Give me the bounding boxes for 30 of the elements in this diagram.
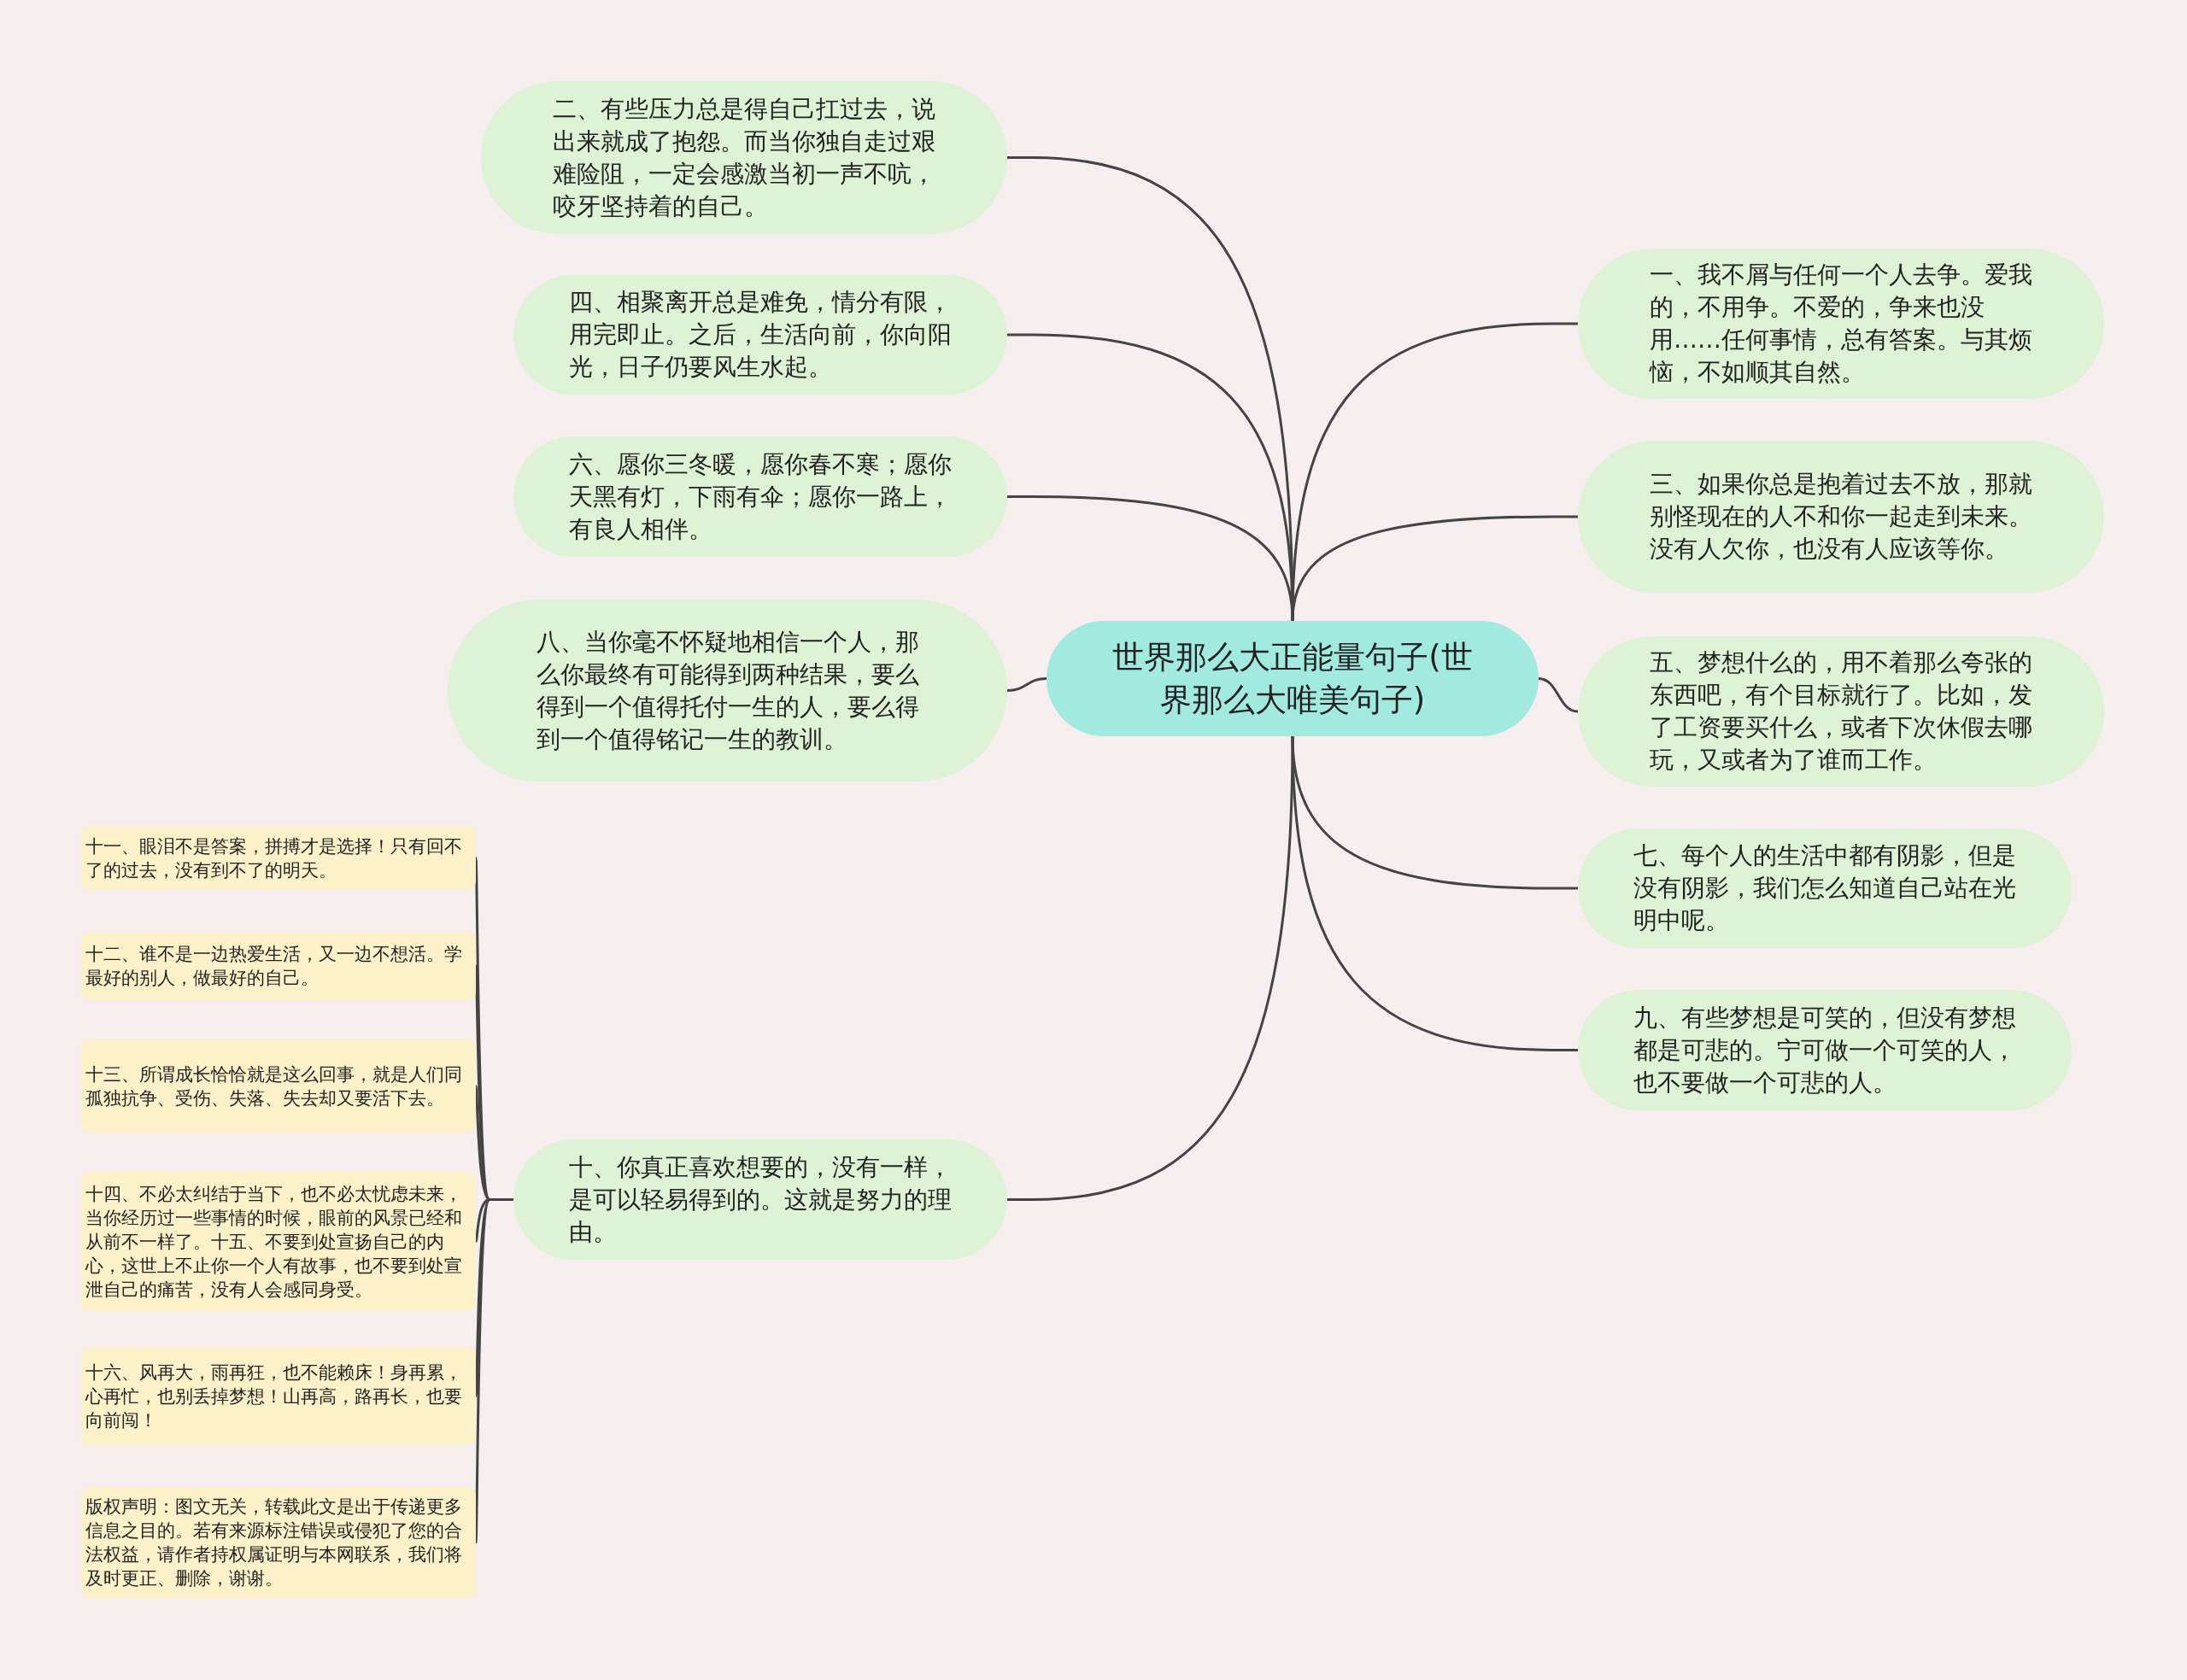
note-card xyxy=(81,932,476,1000)
node-text: 世界那么大正能量句子(世界那么大唯美句子) xyxy=(1111,637,1474,720)
node-text: 十、你真正喜欢想要的，没有一样，是可以轻易得到的。这就是努力的理由。 xyxy=(569,1151,952,1248)
note-card xyxy=(81,826,476,890)
node-text: 十三、所谓成长恰恰就是这么回事，就是人们同孤独抗争、受伤、失落、失去却又要活下去。 xyxy=(85,1062,463,1110)
connector xyxy=(1007,495,1294,622)
note-card xyxy=(81,1347,476,1445)
node-text: 十一、眼泪不是答案，拼搏才是选择！只有回不了的过去，没有到不了的明天。 xyxy=(85,834,463,882)
node-text: 五、梦想什么的，用不着那么夸张的东西吧，有个目标就行了。比如，发了工资要买什么，或者下次休假去哪玩，又或者为了谁而工作。 xyxy=(1650,647,2032,776)
node-text: 九、有些梦想是可笑的，但没有梦想都是可悲的。宁可做一个可笑的人，也不要做一个可悲的人。 xyxy=(1633,1002,2016,1098)
node-text: 四、相聚离开总是难免，情分有限，用完即止。之后，生活向前，你向阳光，日子仍要风生水起。 xyxy=(569,287,952,383)
connector xyxy=(1006,677,1047,692)
note-card xyxy=(81,1172,476,1311)
connector xyxy=(1007,735,1294,1201)
connector xyxy=(1538,677,1579,713)
node-text: 十二、谁不是一边热爱生活，又一边不想活。学最好的别人，做最好的自己。 xyxy=(85,943,463,990)
node-text: 七、每个人的生活中都有阴影，但是没有阴影，我们怎么知道自己站在光明中呢。 xyxy=(1633,840,2016,936)
node-text: 八、当你毫不怀疑地相信一个人，那么你最终有可能得到两种结果，要么得到一个值得托付一生的人，要么得到一个值得铭记一生的教训。 xyxy=(536,626,919,755)
node-text: 十六、风再大，雨再狂，也不能赖床！身再累，心再忙，也别丢掉梦想！山再高，路再长，也要向前闯！ xyxy=(85,1361,463,1432)
note-card xyxy=(81,1487,476,1598)
connector xyxy=(474,1198,513,1543)
node-text: 二、有些压力总是得自己扛过去，说出来就成了抱怨。而当你独自走过艰难险阻，一定会感激当初一声不吭，咬牙坚持着的自己。 xyxy=(553,93,935,222)
node-text: 一、我不屑与任何一个人去争。爱我的，不用争。不爱的，争来也没用……任何事情，总有答案。与其烦恼，不如顺其自然。 xyxy=(1650,260,2032,388)
node-text: 六、愿你三冬暖，愿你春不寒；愿你天黑有灯，下雨有伞；愿你一路上，有良人相伴。 xyxy=(569,448,952,545)
node-text: 版权声明：图文无关，转载此文是出于传递更多信息之目的。若有来源标注错误或侵犯了您的合法权益，请作者持权属证明与本网联系，我们将及时更正、删除，谢谢。 xyxy=(85,1496,463,1590)
note-card xyxy=(81,1039,476,1133)
node-text: 十四、不必太纠结于当下，也不必太忧虑未来，当你经历过一些事情的时候，眼前的风景已经和从前不一样了。十五、不要到处宣扬自己的内心，这世上不止你一个人有故事，也不要到处宣泄自己的痛苦，没有人会感同身受。 xyxy=(85,1182,463,1302)
node-text: 三、如果你总是抱着过去不放，那就别怪现在的人不和你一起走到未来。没有人欠你，也没有人应该等你。 xyxy=(1650,469,2032,565)
connector xyxy=(1291,735,1578,1051)
connector xyxy=(1291,515,1578,622)
